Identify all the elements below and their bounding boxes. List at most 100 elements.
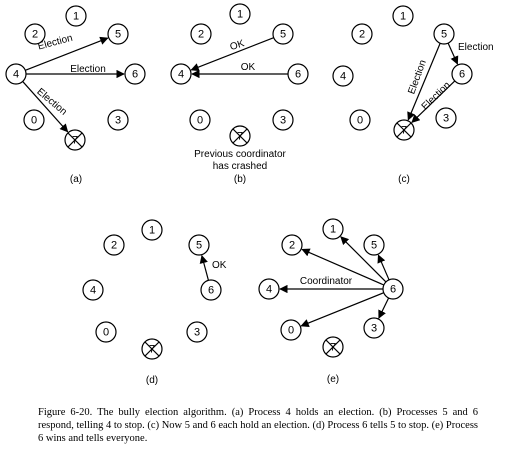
- message-label: Election: [458, 42, 494, 53]
- crash-cross-icon: [325, 339, 341, 355]
- arrow-6-to-1: [340, 236, 387, 283]
- process-node-3: 3: [435, 107, 457, 129]
- process-number: 5: [441, 29, 447, 41]
- process-number: 0: [357, 115, 363, 127]
- process-number: 5: [196, 240, 202, 252]
- process-node-6: 6: [382, 278, 404, 300]
- arrow-6-to-7: [411, 80, 456, 123]
- process-node-0: 0: [23, 109, 45, 131]
- message-label: Coordinator: [300, 276, 353, 287]
- process-node-5: 5: [272, 23, 294, 45]
- process-node-5: 5: [188, 234, 210, 256]
- process-node-0: 0: [189, 109, 211, 131]
- process-node-1: 1: [65, 5, 87, 27]
- process-number: 6: [459, 69, 465, 81]
- crashed-process-node: 7: [64, 129, 86, 151]
- crashed-process-node: 7: [141, 338, 163, 360]
- panel-e: Coordinator 1 2 5 4 6 0 3 7 (e): [258, 218, 404, 385]
- process-number: 1: [400, 11, 406, 23]
- process-node-1: 1: [322, 218, 344, 240]
- process-number: 4: [178, 69, 184, 81]
- process-number: 5: [371, 240, 377, 252]
- process-node-1: 1: [229, 3, 251, 25]
- process-node-0: 0: [280, 319, 302, 341]
- process-number: 3: [280, 115, 286, 127]
- process-number: 2: [198, 29, 204, 41]
- process-number: 4: [90, 285, 96, 297]
- crash-cross-icon: [396, 122, 412, 138]
- arrow-4-to-5: [25, 36, 109, 71]
- process-node-3: 3: [107, 109, 129, 131]
- process-node-2: 2: [190, 23, 212, 45]
- panel-label: (d): [146, 375, 158, 386]
- process-number: 3: [443, 113, 449, 125]
- process-node-1: 1: [392, 5, 414, 27]
- message-label: OK: [212, 260, 227, 271]
- process-node-3: 3: [186, 321, 208, 343]
- crashed-process-node: 7: [229, 125, 251, 147]
- process-number: 6: [295, 69, 301, 81]
- arrow-6-to-0: [300, 292, 384, 327]
- process-number: 1: [237, 9, 243, 21]
- process-number: 1: [73, 11, 79, 23]
- process-number: 0: [103, 327, 109, 339]
- process-node-2: 2: [281, 234, 303, 256]
- process-node-5: 5: [107, 23, 129, 45]
- process-number: 4: [266, 284, 272, 296]
- process-node-4: 4: [170, 63, 192, 85]
- process-node-0: 0: [349, 109, 371, 131]
- process-number: 3: [194, 327, 200, 339]
- process-number: 0: [31, 115, 37, 127]
- process-number: 0: [288, 325, 294, 337]
- arrow-5-to-4: [190, 37, 274, 72]
- process-number: 6: [132, 69, 138, 81]
- arrow-6-to-3: [378, 297, 390, 319]
- panel-note-line1: Previous coordinator: [194, 149, 286, 160]
- process-number: 2: [111, 240, 117, 252]
- crash-cross-icon: [144, 341, 160, 357]
- process-number: 1: [330, 224, 336, 236]
- process-number: 3: [115, 115, 121, 127]
- process-node-4: 4: [5, 63, 27, 85]
- message-label: Election: [70, 64, 106, 75]
- process-number: 6: [208, 285, 214, 297]
- process-number: 4: [13, 69, 19, 81]
- arrow-5-to-7: [407, 43, 441, 121]
- process-number: 0: [197, 115, 203, 127]
- process-node-3: 3: [363, 317, 385, 339]
- panel-label: (e): [327, 374, 339, 385]
- arrow-6-to-5: [199, 254, 210, 281]
- panel-note-line2: has crashed: [213, 161, 267, 172]
- process-node-2: 2: [24, 23, 46, 45]
- process-node-6: 6: [451, 63, 473, 85]
- process-number: 6: [390, 284, 396, 296]
- process-node-4: 4: [82, 279, 104, 301]
- process-node-3: 3: [272, 109, 294, 131]
- crash-cross-icon: [67, 132, 83, 148]
- message-label: OK: [229, 38, 246, 53]
- arrow-4-to-7: [22, 81, 69, 133]
- arrow-6-to-2: [301, 248, 385, 286]
- process-number: 3: [371, 323, 377, 335]
- process-node-6: 6: [200, 279, 222, 301]
- crashed-process-node: 7: [322, 336, 344, 358]
- panel-label: (a): [70, 174, 82, 185]
- process-node-2: 2: [351, 23, 373, 45]
- crashed-process-node: 7: [393, 119, 415, 141]
- process-number: 2: [359, 29, 365, 41]
- process-node-6: 6: [124, 63, 146, 85]
- message-label: OK: [241, 62, 256, 73]
- process-node-4: 4: [332, 65, 354, 87]
- process-number: 2: [32, 29, 38, 41]
- crash-cross-icon: [232, 128, 248, 144]
- arrow-6-to-5: [377, 254, 390, 281]
- process-number: 1: [149, 225, 155, 237]
- figure-caption: Figure 6-20. The bully election algorith…: [38, 407, 478, 444]
- process-node-1: 1: [141, 219, 163, 241]
- process-node-4: 4: [258, 278, 280, 300]
- panel-d: OK 1 2 5 4 6 0 3 7 (d): [82, 219, 227, 386]
- process-number: 2: [289, 240, 295, 252]
- panel-c: ElectionElectionElection12546037(c): [332, 5, 494, 185]
- process-node-0: 0: [95, 321, 117, 343]
